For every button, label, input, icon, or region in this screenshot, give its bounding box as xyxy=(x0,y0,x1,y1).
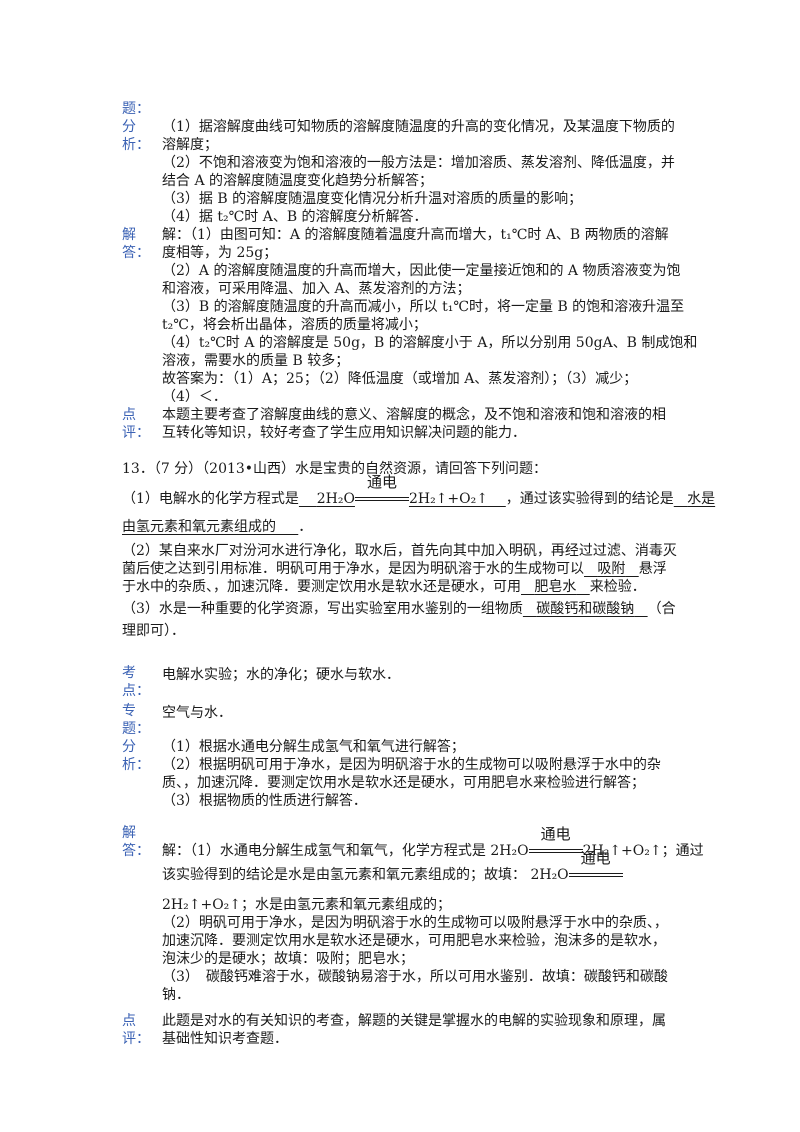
label-solution-1: 解 xyxy=(122,825,136,841)
q13-part3-line2: 理即可）． xyxy=(122,623,185,639)
equation-double-line xyxy=(528,849,583,853)
label-solution-2: 答： xyxy=(122,245,150,261)
q13-analysis-line: （2）根据明矾可用于净水，是因为明矾溶于水的生成物可以吸附悬浮于水中的杂 xyxy=(162,757,661,773)
equation-reactant: 2H₂O xyxy=(316,491,355,507)
q12-comment-line: 本题主要考查了溶解度曲线的意义、溶解度的概念，及不饱和溶液和饱和溶液的相 xyxy=(162,407,666,423)
label-topic-tail: 题： xyxy=(122,101,150,117)
q13-solution-line: （2）明矾可用于净水，是因为明矾溶于水的生成物可以吸附悬浮于水中的杂质、， xyxy=(162,915,668,931)
q12-solution-line: （2）A 的溶解度随温度的升高而增大，因此使一定量接近饱和的 A 物质溶液变为饱 xyxy=(162,263,681,279)
label-analysis-2: 析： xyxy=(122,137,150,153)
label-solution-2: 答： xyxy=(122,843,150,859)
q13-topic: 空气与水． xyxy=(162,705,232,721)
label-comment-1: 点 xyxy=(122,407,136,423)
q12-analysis-line: （1）据溶解度曲线可知物质的溶解度随温度的升高的变化情况，及某温度下物质的 xyxy=(162,119,675,135)
label-comment-2: 评： xyxy=(122,425,150,441)
equation-condition: 通电 xyxy=(580,849,611,867)
q12-analysis-line: 结合 A 的溶解度随温度变化趋势分析解答； xyxy=(162,173,434,189)
q12-solution-line: t₂℃，将会析出晶体，溶质的质量将减小； xyxy=(162,317,427,333)
q13-conclusion-answer-b: 由氢元素和氧元素组成的 xyxy=(122,519,276,535)
q13-solution-line3: 2H₂↑+O₂↑；水是由氢元素和氧元素组成的； xyxy=(162,897,452,913)
equation-products: 2H₂↑+O₂↑ xyxy=(582,843,662,859)
q13-part2-line2: 菌后使之达到引用标准．明矾可用于净水，是因为明矾溶于水的生成物可以 吸附 悬浮 xyxy=(122,561,667,577)
equation-reactant: 2H₂O xyxy=(530,867,569,883)
equation-double-line xyxy=(354,497,409,501)
label-comment-2: 评： xyxy=(122,1031,150,1047)
q13-part1-line1: （1）电解水的化学方程式是 2H₂O 通电 2H₂↑+O₂↑ ，通过该实验得到的结论… xyxy=(122,474,716,508)
q13-answer-adsorb: 吸附 xyxy=(597,561,626,577)
q13-solution-line: （3） 碳酸钙难溶于水，碳酸钠易溶于水，所以可用水鉴别．故填：碳酸钙和碳酸 xyxy=(162,969,668,985)
q13-solution-line: 泡沫少的是硬水；故填：吸附；肥皂水； xyxy=(162,951,414,967)
q13-analysis-line: 质、，加速沉降．要测定饮用水是软水还是硬水，可用肥皂水来检验进行解答； xyxy=(162,775,645,791)
equation-products: 2H₂↑+O₂↑ xyxy=(408,491,488,507)
q13-analysis-line: （3）根据物质的性质进行解答． xyxy=(162,793,367,809)
label-analysis-1: 分 xyxy=(122,119,136,135)
label-points-1: 考 xyxy=(122,665,136,681)
q13-part1-mid: ，通过该实验得到的结论是 xyxy=(505,491,674,507)
equation-condition: 通电 xyxy=(366,473,397,491)
q12-solution-line: 故答案为：（1）A；25；（2）降低温度（或增加 A、蒸发溶剂）；（3）减少； xyxy=(162,371,638,387)
equation-reactant: 2H₂O xyxy=(490,843,529,859)
equation-arrow: 通电 xyxy=(568,850,623,884)
equation-arrow: 通电 xyxy=(528,826,583,860)
q12-solution-line: （4）t₂℃时 A 的溶解度是 50g，B 的溶解度小于 A，所以分别用 50g… xyxy=(162,335,698,351)
equation-condition: 通电 xyxy=(540,825,571,843)
q13-part3-line1: （3）水是一种重要的化学资源，写出实验室用水鉴别的一组物质 碳酸钙和碳酸钠 （合 xyxy=(122,601,676,617)
q13-solution-line: 加速沉降．要测定饮用水是软水还是硬水，可用肥皂水来检验，泡沫多的是软水， xyxy=(162,933,666,949)
q12-solution-line: 和溶液，可采用降温、加入 A、蒸发溶剂的方法； xyxy=(162,281,471,297)
q12-solution-line: （4）＜． xyxy=(162,389,227,405)
label-topic-2: 题： xyxy=(122,721,150,737)
q13-solution-line: 钠． xyxy=(162,987,190,1003)
q13-part2-line1: （2）某自来水厂对汾河水进行净化，取水后，首先向其中加入明矾，再经过过滤、消毒灭 xyxy=(122,543,677,559)
q12-solution-line: （3）B 的溶解度随温度的升高而减小，所以 t₁℃时，将一定量 B 的饱和溶液升… xyxy=(162,299,685,315)
label-solution-1: 解 xyxy=(122,227,136,243)
q12-analysis-line: 溶解度； xyxy=(162,137,218,153)
q13-part1-prefix: （1）电解水的化学方程式是 xyxy=(122,491,299,507)
label-points-2: 点： xyxy=(122,683,150,699)
q12-analysis-line: （4）据 t₂℃时 A、B 的溶解度分析解答． xyxy=(162,209,428,225)
q13-part1-line2: 由氢元素和氧元素组成的 ． xyxy=(122,518,312,536)
q13-equation-answer: 2H₂O 通电 2H₂↑+O₂↑ xyxy=(299,474,506,508)
q13-header: 13．（7 分）（2013•山西）水是宝贵的自然资源，请回答下列问题： xyxy=(122,461,548,477)
label-topic-1: 专 xyxy=(122,703,136,719)
label-comment-1: 点 xyxy=(122,1013,136,1029)
q13-answer-substances: 碳酸钙和碳酸钠 xyxy=(536,601,635,617)
q13-answer-soap-water: 肥皂水 xyxy=(534,579,577,595)
label-analysis-2: 析： xyxy=(122,757,150,773)
q13-conclusion-answer-a: 水是 xyxy=(687,491,716,507)
q12-solution-line: 度相等，为 25g； xyxy=(162,245,278,261)
q13-points: 电解水实验；水的净化；硬水与软水． xyxy=(162,667,400,683)
q12-solution-line: 溶液，需要水的质量 B 较多； xyxy=(162,353,350,369)
q13-comment-line: 此题是对水的有关知识的考查，解题的关键是掌握水的电解的实验现象和原理，属 xyxy=(162,1013,666,1029)
q12-solution-line: 解：（1）由图可知：A 的溶解度随着温度升高而增大，t₁℃时 A、B 两物质的溶… xyxy=(162,227,669,243)
equation-arrow: 通电 xyxy=(354,474,409,508)
q13-part2-line3: 于水中的杂质、，加速沉降．要测定饮用水是软水还是硬水，可用 肥皂水 来检验． xyxy=(122,579,646,595)
label-analysis-1: 分 xyxy=(122,739,136,755)
q13-part1-end: ． xyxy=(298,519,313,535)
q12-comment-line: 互转化等知识，较好考查了学生应用知识解决问题的能力． xyxy=(162,425,526,441)
q13-analysis-line: （1）根据水通电分解生成氢气和氧气进行解答； xyxy=(162,739,465,755)
q13-comment-line: 基础性知识考查题． xyxy=(162,1031,288,1047)
q12-analysis-line: （2）不饱和溶液变为饱和溶液的一般方法是：增加溶质、蒸发溶剂、降低温度，并 xyxy=(162,155,675,171)
q12-analysis-line: （3）据 B 的溶解度随温度变化情况分析升温对溶质的质量的影响； xyxy=(162,191,583,207)
equation-products: 2H₂↑+O₂↑ xyxy=(162,897,242,913)
equation-double-line xyxy=(568,873,623,877)
